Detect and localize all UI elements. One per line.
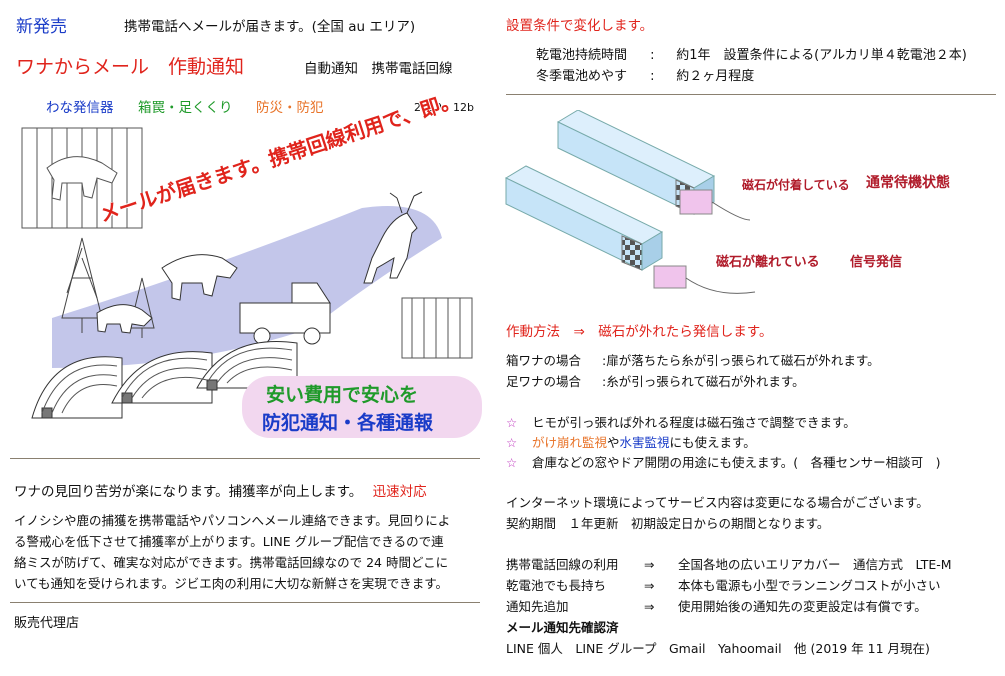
feature-arrow: ⇒ bbox=[643, 599, 655, 614]
left-heading-text: ワナの見回り苦労が楽になります。捕獲率が向上します。 bbox=[14, 484, 363, 500]
note-accent: 水害監視 bbox=[619, 435, 670, 450]
left-body-line: イノシシや鹿の捕獲を携帯電話やパソコンへメール連絡できます。見回りによ bbox=[14, 513, 451, 528]
feature-row: 乾電池でも長持ち ⇒ 本体も電源も小型でランニングコストが小さい bbox=[506, 575, 940, 594]
case-row: 足ワナの場合 :糸が引っ張られて磁石が外れます。 bbox=[506, 371, 805, 390]
internet-note: インターネット環境によってサービス内容は変更になる場合がございます。 bbox=[506, 495, 929, 510]
detached-label: 磁石が離れている bbox=[716, 255, 820, 270]
magnet-diagram bbox=[504, 110, 756, 294]
attached-label: 磁石が付着している bbox=[742, 178, 850, 192]
left-body: イノシシや鹿の捕獲を携帯電話やパソコンへメール連絡できます。見回りによ る警戒心… bbox=[14, 510, 450, 594]
battery-row: 乾電池持続時間 : 約1年 設置条件による(アルカリ単４乾電池２本) bbox=[536, 44, 967, 63]
detached-state: 信号発信 bbox=[850, 255, 903, 270]
tag-wana: わな発信器 bbox=[46, 100, 114, 116]
hero-illustration bbox=[21, 127, 482, 438]
left-divider-top bbox=[10, 458, 480, 459]
operation-title: 作動方法 ⇒ 磁石が外れたら発信します。 bbox=[506, 324, 773, 340]
star-icon: ☆ bbox=[506, 435, 518, 450]
case-label: 箱ワナの場合 bbox=[506, 353, 582, 368]
note-row: ☆ がけ崩れ監視や水害監視にも使えます。 bbox=[506, 432, 756, 451]
note-text: 倉庫などの窓やドア開閉の用途にも使えます。( 各種センサー相談可 ) bbox=[531, 455, 941, 470]
conditions-title: 設置条件で変化します。 bbox=[506, 18, 654, 34]
feature-label: 乾電池でも長持ち bbox=[506, 578, 607, 593]
dealer-label: 販売代理店 bbox=[14, 616, 80, 631]
battery-label: 冬季電池めやす bbox=[536, 69, 628, 84]
feature-row: 携帯電話回線の利用 ⇒ 全国各地の広いエリアカバー 通信方式 LTE-M bbox=[506, 554, 952, 573]
case-row: 箱ワナの場合 :扉が落ちたら糸が引っ張られて磁石が外れます。 bbox=[506, 350, 880, 369]
feature-row: 通知先追加 ⇒ 使用開始後の通知先の変更設定は有償です。 bbox=[506, 596, 927, 615]
note-text: にも使えます。 bbox=[669, 435, 756, 450]
feature-text: 全国各地の広いエリアカバー 通信方式 LTE-M bbox=[677, 557, 952, 572]
tag-bousai: 防災・防犯 bbox=[256, 100, 324, 116]
battery-sep: : bbox=[650, 48, 655, 63]
note-row: ☆ 倉庫などの窓やドア開閉の用途にも使えます。( 各種センサー相談可 ) bbox=[506, 452, 941, 471]
feature-text: 本体も電源も小型でランニングコストが小さい bbox=[677, 578, 941, 593]
left-body-line: いても通知を受けられます。ジビエ肉の利用に大切な新鮮さを実現できます。 bbox=[14, 576, 449, 591]
feature-arrow: ⇒ bbox=[643, 557, 655, 572]
new-release-label: 新発売 bbox=[16, 17, 67, 37]
left-heading-accent: 迅速対応 bbox=[372, 484, 427, 500]
case-label: 足ワナの場合 bbox=[506, 374, 582, 389]
mail-list: LINE 個人 LINE グループ Gmail Yahoomail 他 (201… bbox=[506, 641, 930, 656]
left-body-line: る警戒心を低下させて捕獲率が上がります。LINE グループ配信できるので連 bbox=[14, 534, 444, 549]
feature-label: 通知先追加 bbox=[506, 599, 569, 614]
battery-row: 冬季電池めやす : 約２ヶ月程度 bbox=[536, 65, 754, 84]
right-divider-top bbox=[506, 94, 996, 95]
note-text: ヒモが引っ張れば外れる程度は磁石強さで調整できます。 bbox=[531, 415, 856, 430]
feature-arrow: ⇒ bbox=[643, 578, 655, 593]
contract-note: 契約期間 １年更新 初期設定日からの期間となります。 bbox=[506, 516, 830, 531]
mail-title: メール通知先確認済 bbox=[506, 620, 619, 635]
main-title: ワナからメール 作動通知 bbox=[16, 56, 245, 78]
battery-label: 乾電池持続時間 bbox=[536, 48, 628, 63]
left-heading: ワナの見回り苦労が楽になります。捕獲率が向上します。 迅速対応 bbox=[14, 480, 427, 500]
note-row: ☆ ヒモが引っ張れば外れる程度は磁石強さで調整できます。 bbox=[506, 412, 856, 431]
attached-state: 通常待機状態 bbox=[866, 175, 950, 191]
left-body-line: 絡ミスが防げて、確実な対応ができます。携帯電話回線なので 24 時間どこに bbox=[14, 555, 449, 570]
promo-line-2: 防犯通知・各種通報 bbox=[262, 412, 434, 434]
left-divider-bottom bbox=[10, 602, 480, 603]
battery-value: 約２ヶ月程度 bbox=[676, 69, 755, 84]
battery-sep: : bbox=[650, 69, 655, 84]
case-text: :扉が落ちたら糸が引っ張られて磁石が外れます。 bbox=[601, 353, 880, 368]
star-icon: ☆ bbox=[506, 415, 518, 430]
feature-text: 使用開始後の通知先の変更設定は有償です。 bbox=[677, 599, 927, 614]
note-accent: がけ崩れ監視 bbox=[531, 435, 607, 450]
feature-label: 携帯電話回線の利用 bbox=[506, 557, 619, 572]
tag-hako: 箱罠・足くくり bbox=[138, 100, 233, 116]
tagline: 携帯電話へメールが届きます。(全国 au エリア) bbox=[124, 19, 416, 35]
subtitle: 自動通知 携帯電話回線 bbox=[304, 61, 453, 77]
case-text: :糸が引っ張られて磁石が外れます。 bbox=[601, 374, 805, 389]
star-icon: ☆ bbox=[506, 455, 518, 470]
issue-date: 2019・12b bbox=[414, 101, 474, 114]
promo-line-1: 安い費用で安心を bbox=[266, 384, 419, 406]
note-text: や bbox=[607, 435, 620, 450]
battery-value: 約1年 設置条件による(アルカリ単４乾電池２本) bbox=[676, 48, 967, 63]
